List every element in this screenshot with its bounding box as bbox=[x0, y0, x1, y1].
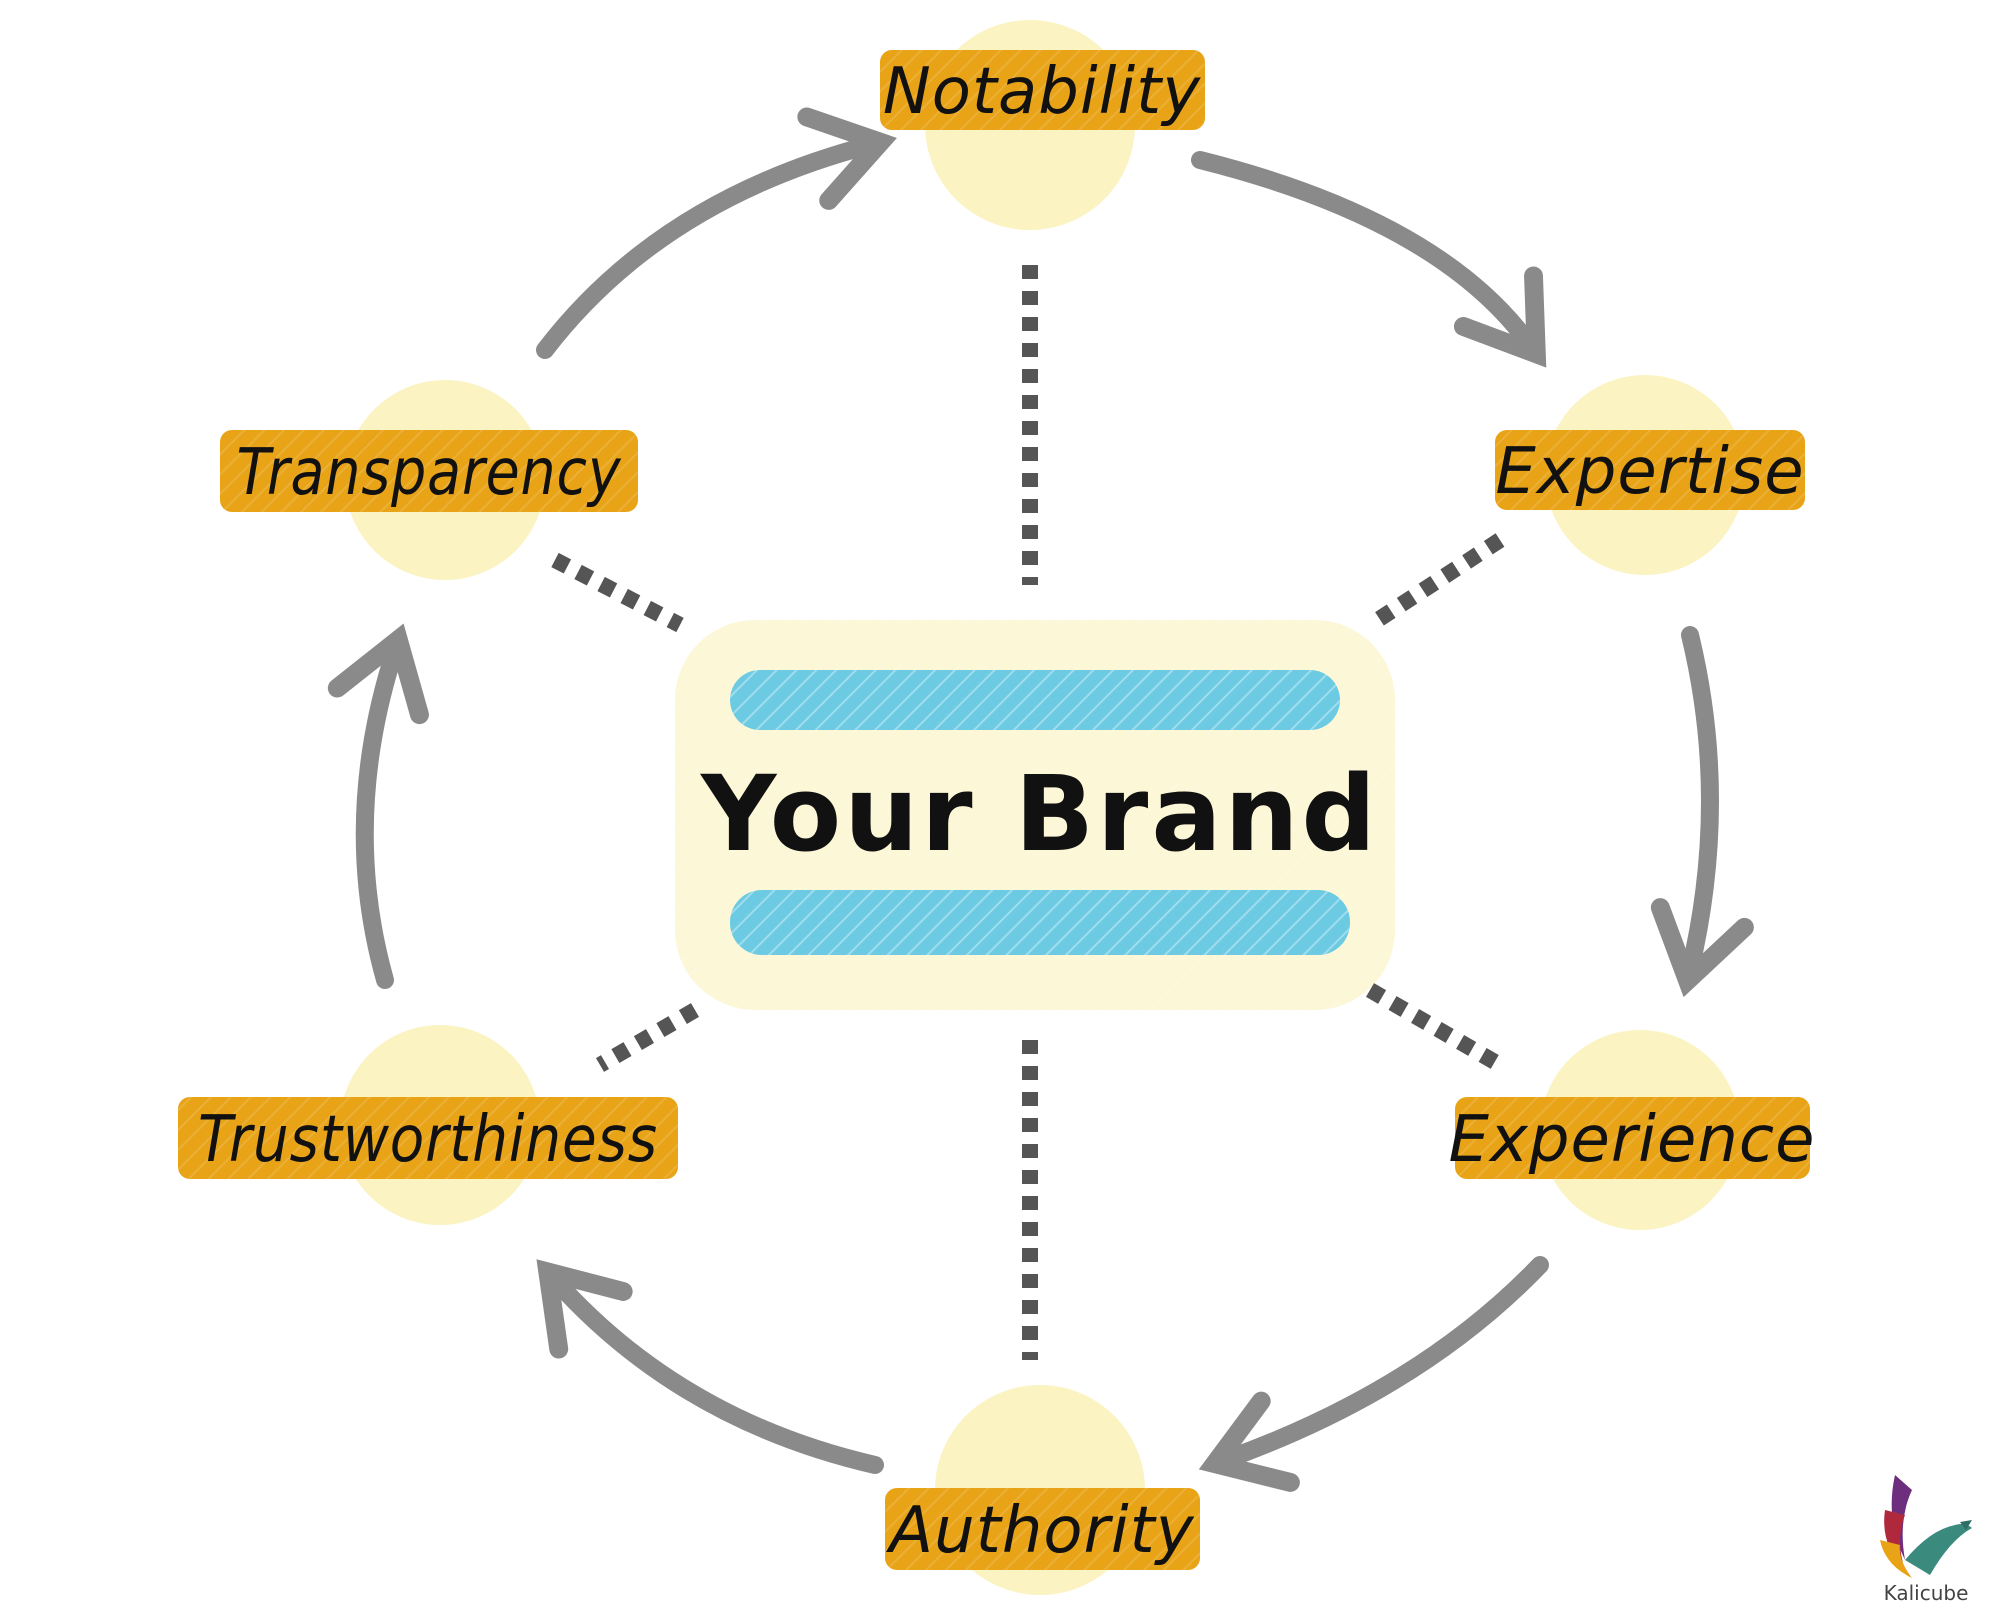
node-label: Notability bbox=[883, 55, 1201, 129]
bird-icon bbox=[1880, 1475, 1972, 1578]
arrow-transparency-to-notability bbox=[536, 107, 897, 359]
node-notability: Notability bbox=[880, 50, 1205, 130]
center-label: Your Brand bbox=[699, 753, 1379, 875]
node-label: Trustworthiness bbox=[198, 1103, 658, 1177]
connector-transparency bbox=[551, 552, 684, 633]
node-transparency: Transparency bbox=[220, 430, 638, 512]
node-label: Experience bbox=[1449, 1103, 1816, 1177]
connector-trustworthiness bbox=[595, 1003, 700, 1072]
center-bar-top-hatch bbox=[730, 670, 1340, 730]
cycle-arrows bbox=[327, 107, 1754, 1492]
logo-label: Kalicube bbox=[1884, 1581, 1969, 1605]
node-box-hatch bbox=[880, 50, 1205, 130]
arrow-trustworthiness-to-transparency bbox=[327, 623, 429, 989]
node-experience: Experience bbox=[1449, 1097, 1816, 1179]
arrow-experience-to-authority bbox=[1198, 1256, 1549, 1492]
arrow-notability-to-expertise bbox=[1191, 151, 1547, 368]
node-authority: Authority bbox=[885, 1488, 1200, 1570]
node-box-hatch bbox=[178, 1097, 678, 1179]
arrow-expertise-to-experience bbox=[1650, 626, 1754, 998]
center-brand: Your Brand bbox=[699, 670, 1379, 955]
node-label: Authority bbox=[885, 1494, 1194, 1568]
node-box-hatch bbox=[885, 1488, 1200, 1570]
node-trustworthiness: Trustworthiness bbox=[178, 1097, 678, 1179]
node-label: Transparency bbox=[237, 436, 622, 510]
kalicube-logo: Kalicube bbox=[1880, 1475, 1972, 1605]
node-box-hatch bbox=[220, 430, 638, 512]
node-expertise: Expertise bbox=[1495, 430, 1805, 510]
arrow-authority-to-trustworthiness bbox=[536, 1259, 884, 1474]
connectors bbox=[551, 265, 1505, 1360]
node-box-hatch bbox=[1495, 430, 1805, 510]
connector-experience bbox=[1366, 983, 1504, 1072]
node-box-hatch bbox=[1455, 1097, 1810, 1179]
node-label: Expertise bbox=[1495, 435, 1804, 509]
center-bar-bottom-hatch bbox=[730, 890, 1350, 955]
connector-expertise bbox=[1365, 533, 1505, 632]
